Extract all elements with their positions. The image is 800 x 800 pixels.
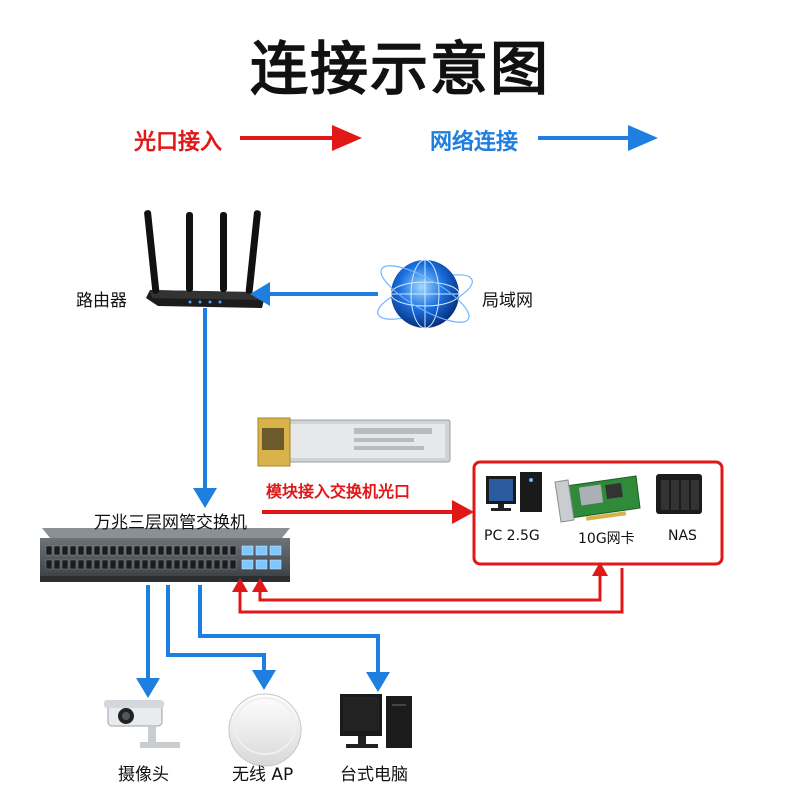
connection-switch-desktop — [198, 585, 390, 692]
switch-port — [125, 545, 133, 556]
wireless-ap-icon — [228, 693, 302, 767]
switch-port — [141, 559, 149, 570]
switch-port — [149, 559, 157, 570]
switch-port — [53, 559, 61, 570]
switch-port — [85, 559, 93, 570]
switch-port — [165, 545, 173, 556]
pc-label: PC 2.5G — [484, 528, 540, 544]
nic-label: 10G网卡 — [578, 531, 635, 547]
switch-port — [69, 545, 77, 556]
connection-switch-fiber — [262, 500, 474, 524]
switch-port — [157, 559, 165, 570]
internet-label: 局域网 — [482, 291, 533, 311]
switch-ports — [45, 545, 282, 570]
switch-port — [141, 545, 149, 556]
connection-fiber-return — [232, 562, 624, 614]
page-title: 连接示意图 — [249, 35, 550, 103]
switch-sfp-port — [269, 545, 282, 556]
connection-router-switch — [193, 308, 217, 508]
switch-port — [197, 559, 205, 570]
switch-port — [205, 545, 213, 556]
switch-port — [85, 545, 93, 556]
switch-port — [149, 545, 157, 556]
nas-label: NAS — [668, 528, 697, 544]
switch-sfp-port — [241, 559, 254, 570]
switch-sfp-port — [255, 545, 268, 556]
switch-port — [133, 559, 141, 570]
switch-port — [61, 559, 69, 570]
legend-network-label: 网络连接 — [430, 130, 519, 155]
connection-switch-ap — [166, 585, 276, 690]
switch-sfp-port — [255, 559, 268, 570]
sfp-module-icon — [257, 417, 451, 467]
switch-sfp-port — [269, 559, 282, 570]
switch-port — [109, 545, 117, 556]
switch-port — [173, 545, 181, 556]
switch-port — [77, 559, 85, 570]
ap-label: 无线 AP — [232, 765, 294, 785]
legend-fiber-arrow — [240, 125, 362, 151]
switch-port — [69, 559, 77, 570]
legend-fiber-label: 光口接入 — [134, 130, 223, 155]
switch-port — [221, 559, 229, 570]
switch-port — [181, 559, 189, 570]
switch-sfp-port — [241, 545, 254, 556]
desktop-computer-icon — [340, 694, 412, 748]
desktop-label: 台式电脑 — [340, 765, 408, 785]
switch-port — [45, 559, 53, 570]
switch-port — [157, 545, 165, 556]
switch-port — [189, 545, 197, 556]
switch-port — [229, 559, 237, 570]
server-group-box — [472, 460, 724, 566]
camera-icon — [104, 700, 180, 748]
switch-port — [117, 545, 125, 556]
switch-port — [221, 545, 229, 556]
module-label: 模块接入交换机光口 — [266, 482, 411, 501]
switch-port — [213, 545, 221, 556]
connection-internet-router — [250, 282, 378, 306]
router-label: 路由器 — [76, 291, 127, 311]
switch-port — [93, 559, 101, 570]
legend-network-arrow — [538, 125, 658, 151]
switch-label: 万兆三层网管交换机 — [94, 513, 247, 533]
pc-tower-icon — [486, 472, 542, 512]
switch-port — [45, 545, 53, 556]
switch-port — [181, 545, 189, 556]
switch-port — [117, 559, 125, 570]
connection-switch-camera — [136, 585, 160, 698]
globe-icon — [377, 259, 473, 329]
switch-port — [61, 545, 69, 556]
switch-port — [109, 559, 117, 570]
switch-port — [101, 559, 109, 570]
nas-icon — [656, 474, 702, 514]
camera-label: 摄像头 — [118, 765, 169, 785]
switch-port — [173, 559, 181, 570]
switch-port — [229, 545, 237, 556]
switch-port — [53, 545, 61, 556]
switch-port — [189, 559, 197, 570]
switch-port — [77, 545, 85, 556]
switch-port — [205, 559, 213, 570]
switch-port — [101, 545, 109, 556]
switch-port — [165, 559, 173, 570]
switch-port — [197, 545, 205, 556]
switch-port — [125, 559, 133, 570]
switch-port — [93, 545, 101, 556]
network-card-icon — [554, 475, 641, 523]
switch-icon — [40, 528, 290, 582]
switch-port — [213, 559, 221, 570]
switch-port — [133, 545, 141, 556]
router-icon — [144, 210, 264, 308]
